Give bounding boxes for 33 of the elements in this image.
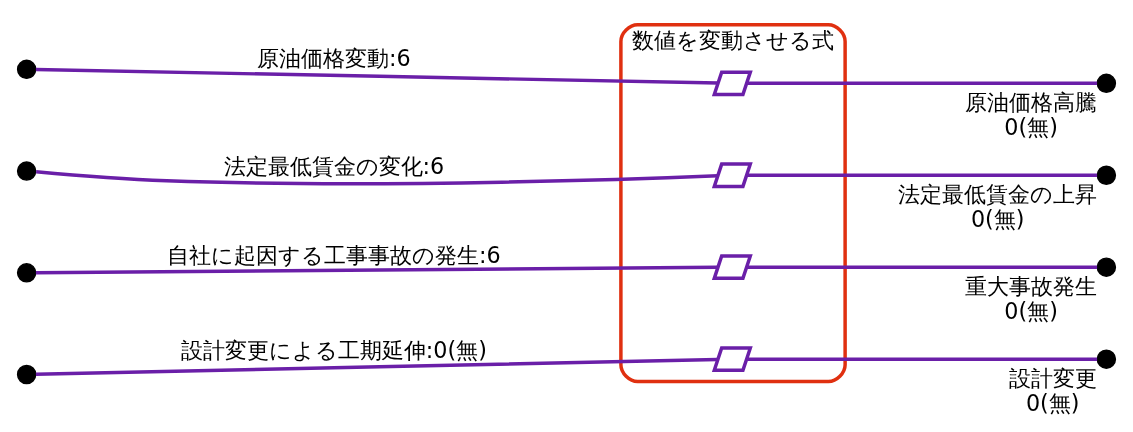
connector xyxy=(746,357,1098,361)
node-circle xyxy=(16,59,37,80)
node-parallelogram xyxy=(711,346,753,373)
connector xyxy=(35,170,718,186)
node-parallelogram xyxy=(711,162,753,189)
edge-label: 自社に起因する工事事故の発生:6 xyxy=(167,241,501,268)
node-circle xyxy=(16,364,37,385)
node-label: 原油価格高騰 xyxy=(965,89,1098,116)
node-parallelogram xyxy=(711,70,753,97)
connector xyxy=(746,173,1098,177)
connector xyxy=(35,357,718,377)
connector xyxy=(35,67,718,85)
connector xyxy=(746,81,1098,85)
connector xyxy=(35,265,718,275)
node-circle xyxy=(16,161,37,181)
node-circle xyxy=(16,263,37,283)
node-circle xyxy=(1096,73,1117,94)
node-label: 法定最低賃金の上昇 xyxy=(898,181,1098,208)
node-circle xyxy=(1096,165,1117,185)
node-label: 設計変更 xyxy=(1008,365,1097,392)
node-parallelogram xyxy=(711,254,753,281)
edge-label: 原油価格変動:6 xyxy=(257,45,411,72)
edge-label: 設計変更による工期延伸:0(無) xyxy=(180,336,487,363)
node-label: 0(無) xyxy=(1025,390,1080,417)
edge-label: 法定最低賃金の変化:6 xyxy=(223,152,445,179)
connector xyxy=(746,265,1098,269)
node-label: 重大事故発生 xyxy=(965,273,1098,300)
node-label: 0(無) xyxy=(1004,114,1058,141)
node-label: 0(無) xyxy=(970,206,1025,233)
node-circle xyxy=(1096,257,1117,277)
node-circle xyxy=(1096,349,1117,369)
cluster: 数値を変動させる式 xyxy=(619,23,847,384)
node-label: 0(無) xyxy=(1004,298,1058,325)
